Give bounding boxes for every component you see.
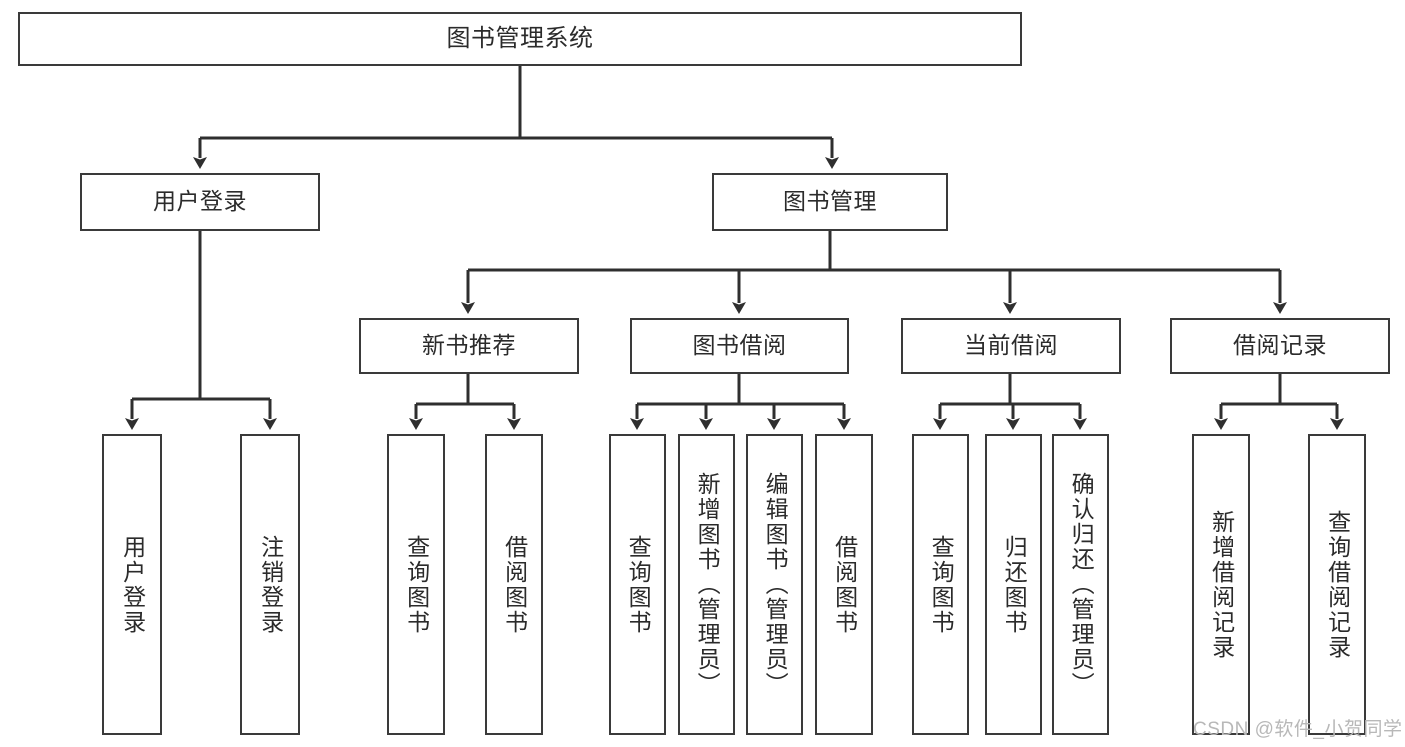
node-current-borrow-label: 当前借阅 — [964, 332, 1058, 359]
node-user-login[interactable]: 用户登录 — [80, 173, 320, 231]
node-leaf-add-book[interactable]: 新增图书（管理员） — [678, 434, 735, 735]
node-leaf-query-record[interactable]: 查询借阅记录 — [1308, 434, 1366, 735]
node-leaf-query-book-2[interactable]: 查询图书 — [609, 434, 666, 735]
node-leaf-add-book-label: 新增图书（管理员） — [694, 472, 721, 697]
node-leaf-user-login-label: 用户登录 — [119, 534, 146, 635]
node-leaf-return-book[interactable]: 归还图书 — [985, 434, 1042, 735]
watermark: CSDN @软件_小贺同学 — [1193, 719, 1403, 740]
node-leaf-query-record-label: 查询借阅记录 — [1324, 509, 1351, 660]
node-leaf-edit-book-label: 编辑图书（管理员） — [762, 472, 789, 697]
node-leaf-user-logout[interactable]: 注销登录 — [240, 434, 300, 735]
node-leaf-confirm-return-label: 确认归还（管理员） — [1068, 472, 1095, 697]
node-leaf-add-record[interactable]: 新增借阅记录 — [1192, 434, 1250, 735]
node-book-manage-label: 图书管理 — [783, 188, 877, 215]
node-leaf-user-login[interactable]: 用户登录 — [102, 434, 162, 735]
node-book-borrow[interactable]: 图书借阅 — [630, 318, 849, 374]
node-book-manage[interactable]: 图书管理 — [712, 173, 948, 231]
node-new-book-recommend[interactable]: 新书推荐 — [359, 318, 579, 374]
node-leaf-borrow-book-2[interactable]: 借阅图书 — [815, 434, 873, 735]
node-leaf-edit-book[interactable]: 编辑图书（管理员） — [746, 434, 803, 735]
node-root[interactable]: 图书管理系统 — [18, 12, 1022, 66]
node-leaf-confirm-return[interactable]: 确认归还（管理员） — [1052, 434, 1109, 735]
node-leaf-query-book-3[interactable]: 查询图书 — [912, 434, 969, 735]
node-borrow-record[interactable]: 借阅记录 — [1170, 318, 1390, 374]
node-leaf-query-book-3-label: 查询图书 — [928, 534, 955, 635]
node-user-login-label: 用户登录 — [153, 188, 247, 215]
node-leaf-add-record-label: 新增借阅记录 — [1208, 509, 1235, 660]
node-leaf-query-book-2-label: 查询图书 — [625, 534, 652, 635]
node-leaf-user-logout-label: 注销登录 — [257, 534, 284, 635]
node-leaf-return-book-label: 归还图书 — [1001, 534, 1028, 635]
node-leaf-borrow-book-2-label: 借阅图书 — [831, 534, 858, 635]
node-new-book-recommend-label: 新书推荐 — [422, 332, 516, 359]
node-leaf-borrow-book-1[interactable]: 借阅图书 — [485, 434, 543, 735]
node-current-borrow[interactable]: 当前借阅 — [901, 318, 1121, 374]
node-book-borrow-label: 图书借阅 — [692, 332, 787, 359]
node-leaf-query-book-1-label: 查询图书 — [403, 534, 430, 635]
node-leaf-query-book-1[interactable]: 查询图书 — [387, 434, 445, 735]
node-root-label: 图书管理系统 — [446, 24, 594, 52]
node-leaf-borrow-book-1-label: 借阅图书 — [501, 534, 528, 635]
node-borrow-record-label: 借阅记录 — [1233, 332, 1327, 359]
